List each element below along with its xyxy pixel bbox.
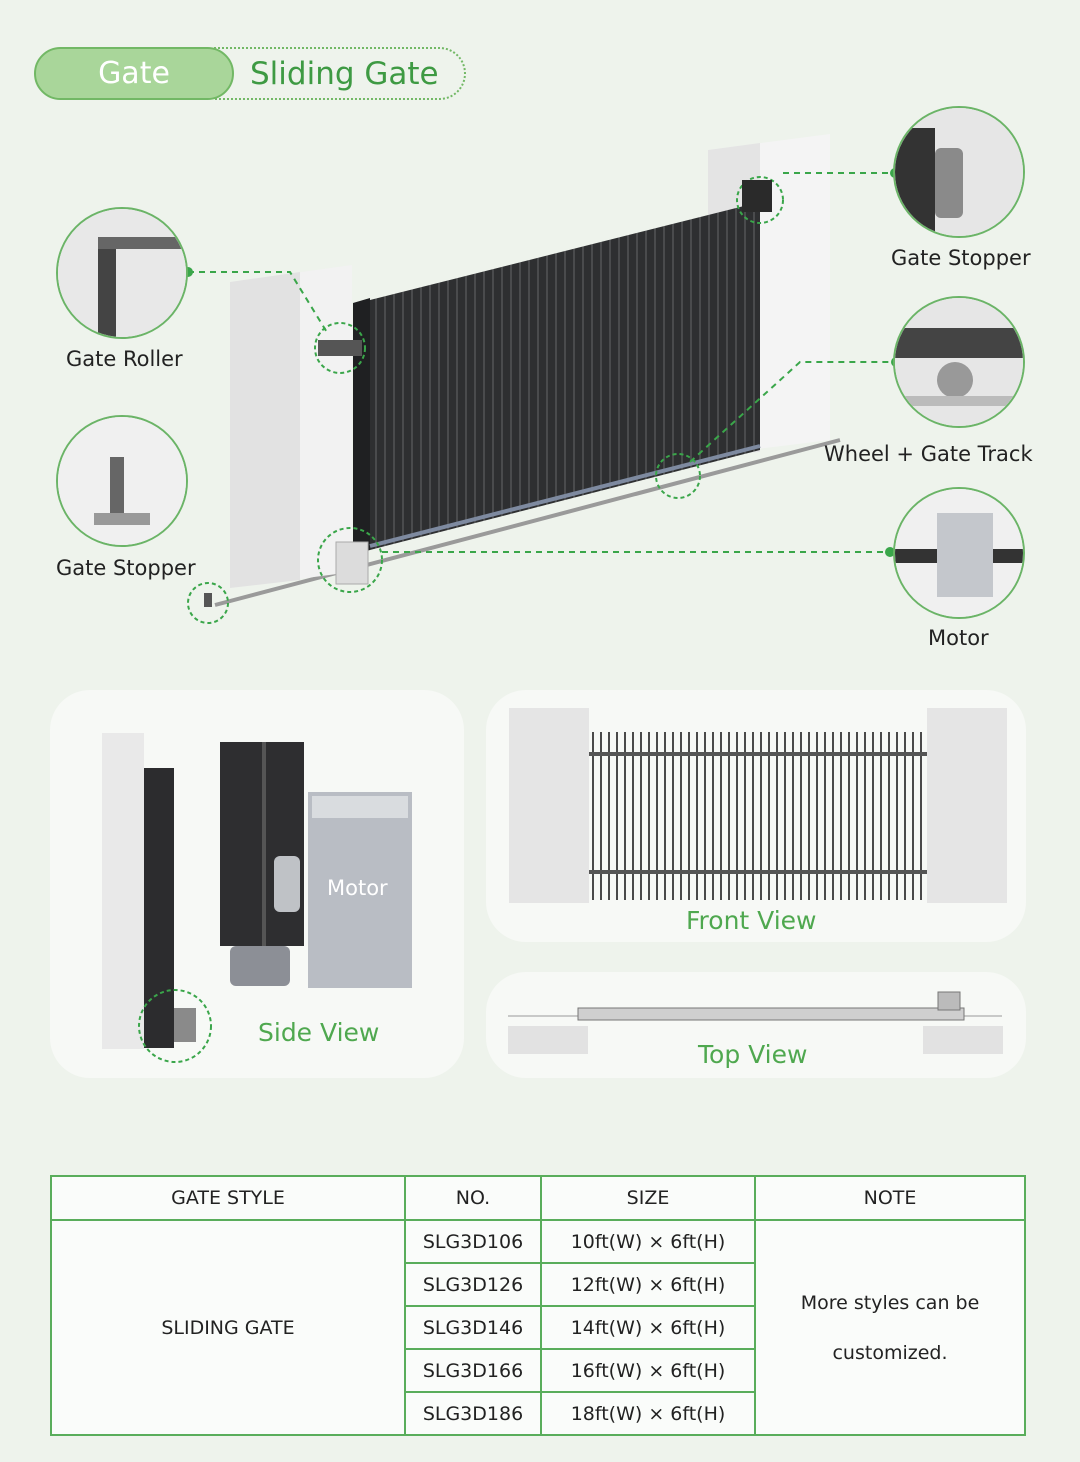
model-no: SLG3D146 <box>404 1305 542 1350</box>
motor-label: Motor <box>928 626 989 650</box>
gate-stopper-label-left: Gate Stopper <box>56 556 196 580</box>
category-badge: Gate <box>34 47 234 100</box>
gate-stopper-label-right: Gate Stopper <box>891 246 1031 270</box>
gate-track <box>214 438 841 607</box>
gate-illustration <box>183 134 901 624</box>
gate-panel <box>370 202 760 550</box>
note-cell: More styles can be customized. <box>754 1219 1026 1436</box>
table-row: SLG3D146 14ft(W) × 6ft(H) <box>51 1305 1025 1350</box>
model-no: SLG3D166 <box>404 1348 542 1393</box>
model-size: 14ft(W) × 6ft(H) <box>540 1305 756 1350</box>
spec-table: GATE STYLE NO. SIZE NOTE SLIDING GATE SL… <box>50 1175 1026 1436</box>
side-view-motor-label: Motor <box>327 876 388 900</box>
gate-stopper-callout-left <box>56 415 188 547</box>
model-size: 18ft(W) × 6ft(H) <box>540 1391 756 1436</box>
table-row: SLG3D166 16ft(W) × 6ft(H) <box>51 1348 1025 1393</box>
wheel-track-label: Wheel + Gate Track <box>824 442 1033 466</box>
top-view-panel: Top View <box>486 972 1026 1078</box>
gate-stopper-callout-right <box>893 106 1025 238</box>
wheel-track-callout <box>893 296 1025 428</box>
top-view-label: Top View <box>698 1040 808 1069</box>
model-no: SLG3D126 <box>404 1262 542 1307</box>
model-size: 16ft(W) × 6ft(H) <box>540 1348 756 1393</box>
motor-callout <box>893 487 1025 619</box>
side-view-label: Side View <box>258 1018 380 1047</box>
gate-roller-label: Gate Roller <box>66 347 183 371</box>
note-line-1: More styles can be <box>800 1291 980 1314</box>
gate-style-cell: SLIDING GATE <box>50 1219 406 1436</box>
header-note: NOTE <box>754 1175 1026 1221</box>
header-no: NO. <box>404 1175 542 1221</box>
note-line-2: customized. <box>832 1341 948 1364</box>
gate-roller-callout <box>56 207 188 339</box>
table-row: SLIDING GATE SLG3D106 10ft(W) × 6ft(H) M… <box>50 1219 1026 1436</box>
model-size: 12ft(W) × 6ft(H) <box>540 1262 756 1307</box>
model-size: 10ft(W) × 6ft(H) <box>540 1219 756 1264</box>
page-title: Sliding Gate <box>214 47 466 100</box>
model-no: SLG3D106 <box>404 1219 542 1264</box>
table-row: SLG3D186 18ft(W) × 6ft(H) <box>51 1391 1025 1436</box>
header-gate-style: GATE STYLE <box>50 1175 406 1221</box>
front-view-label: Front View <box>686 906 817 935</box>
front-view-panel: Front View <box>486 690 1026 942</box>
header-size: SIZE <box>540 1175 756 1221</box>
side-view-panel: Motor Side View <box>50 690 464 1078</box>
model-no: SLG3D186 <box>404 1391 542 1436</box>
table-row: SLG3D126 12ft(W) × 6ft(H) <box>51 1262 1025 1307</box>
